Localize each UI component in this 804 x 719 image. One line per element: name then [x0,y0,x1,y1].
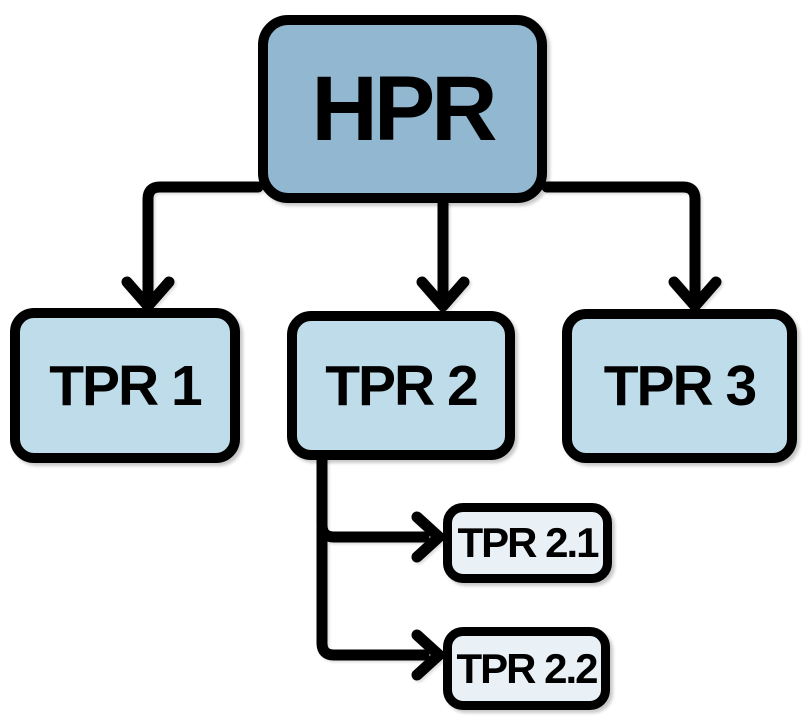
node-tpr-2-2: TPR 2.2 [443,627,610,710]
arrowhead-down-tpr2 [416,276,470,312]
node-tpr-1-label: TPR 1 [49,353,203,418]
node-tpr-3: TPR 3 [562,309,797,463]
node-tpr-2-1: TPR 2.1 [443,503,612,583]
node-tpr-2-2-label: TPR 2.2 [456,644,598,692]
node-tpr-2-1-label: TPR 2.1 [457,519,599,566]
node-tpr-1: TPR 1 [10,308,240,463]
arrowhead-right-tpr21 [411,511,445,563]
arrowhead-down-tpr1 [121,276,175,312]
connector-hpr-tpr3 [541,181,701,304]
connector-hpr-tpr1 [142,181,264,304]
node-tpr-2: TPR 2 [287,311,515,460]
node-hpr-label: HPR [311,57,497,160]
arrowhead-down-tpr3 [668,276,722,312]
node-hpr: HPR [258,15,547,203]
connector-tpr2-tpr22 [316,522,430,661]
arrowhead-right-tpr22 [411,629,445,681]
connector-tpr2-tpr21 [316,454,430,543]
node-tpr-3-label: TPR 3 [603,354,758,418]
node-tpr-2-label: TPR 2 [325,353,479,418]
